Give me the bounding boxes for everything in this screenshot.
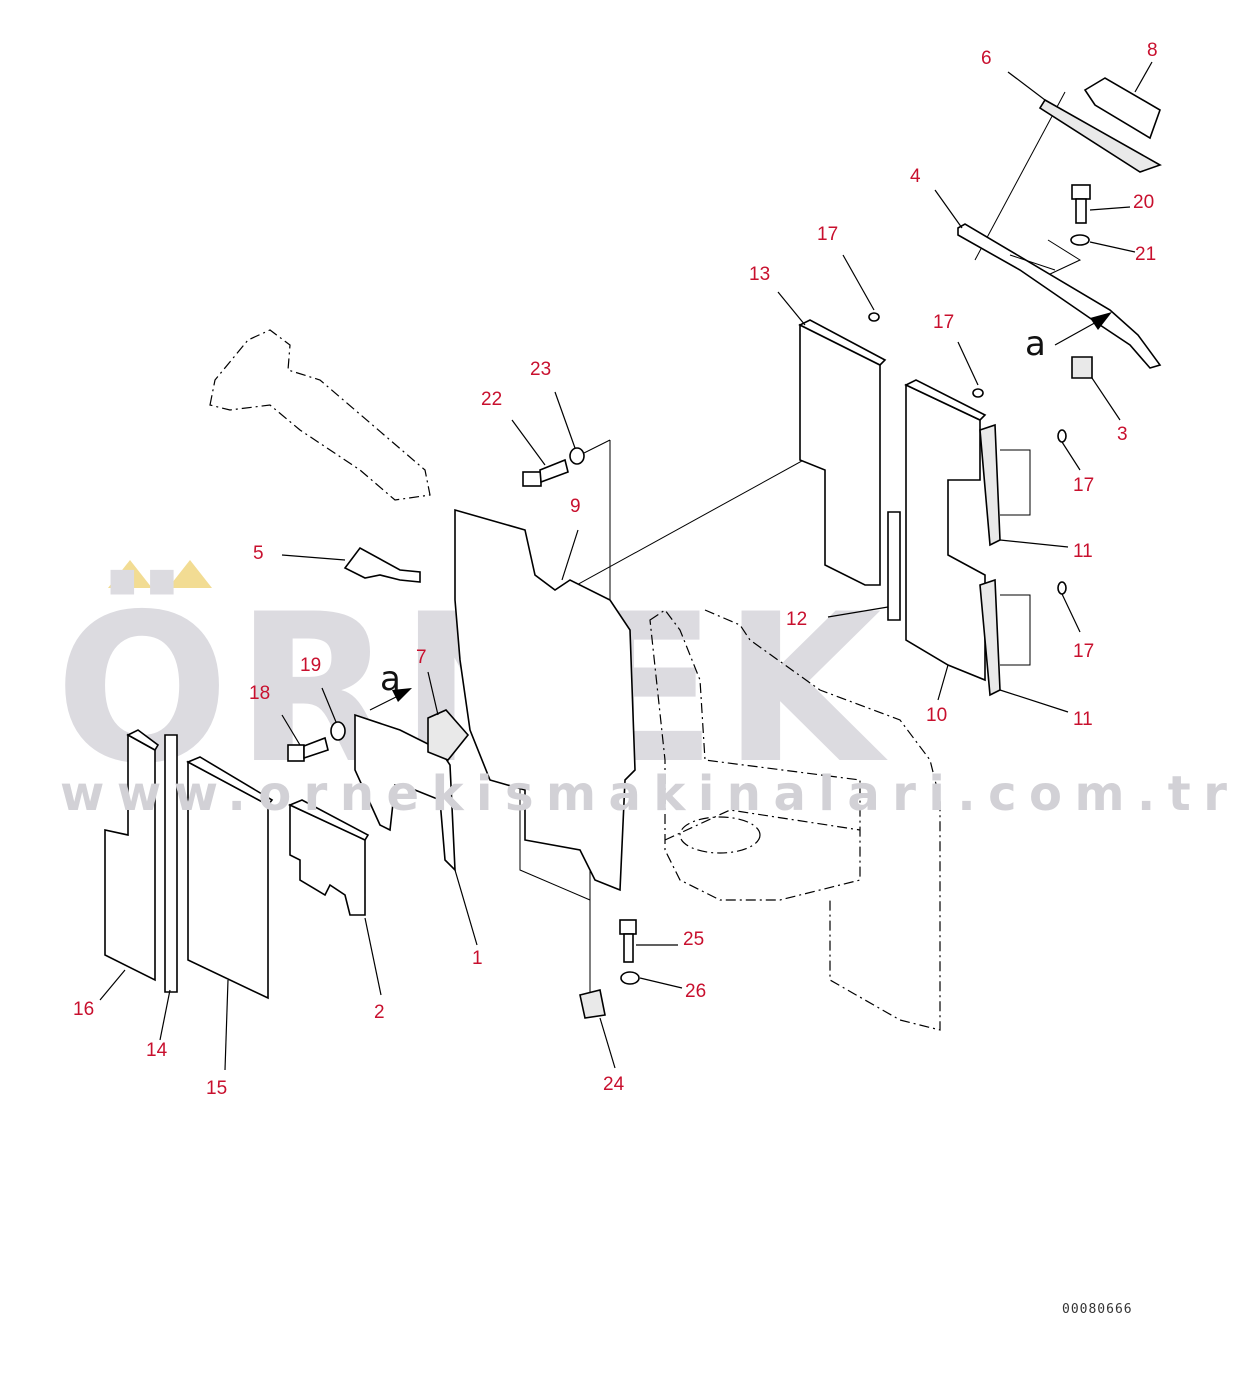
part-14-strip[interactable] <box>164 734 178 993</box>
callout-17-b: 17 <box>933 312 954 333</box>
part-8-plate[interactable] <box>1083 77 1161 140</box>
callout-3: 3 <box>1117 424 1128 445</box>
callout-17-c: 17 <box>1073 475 1094 496</box>
part-3-pad[interactable] <box>1071 356 1093 379</box>
callout-9: 9 <box>570 496 581 517</box>
part-13-panel[interactable] <box>799 323 881 586</box>
part-17-plug[interactable] <box>868 312 880 322</box>
cab-floor-phantom <box>209 329 941 1031</box>
drawing-code: 00080666 <box>1062 1302 1133 1317</box>
callout-17-d: 17 <box>1073 641 1094 662</box>
callout-5: 5 <box>253 543 264 564</box>
leader-lines <box>99 61 1153 1071</box>
part-6-cover[interactable] <box>1038 98 1162 173</box>
part-23-washer[interactable] <box>569 447 585 465</box>
callout-4: 4 <box>910 166 921 187</box>
part-9-panel[interactable] <box>454 508 636 892</box>
view-arrow-a-upper: a <box>1025 312 1112 364</box>
callout-18: 18 <box>249 683 270 704</box>
callout-22: 22 <box>481 389 502 410</box>
part-7-block[interactable] <box>427 709 470 761</box>
callout-labels: 1 2 3 4 5 6 7 8 9 10 11 11 12 13 14 15 1… <box>73 40 1158 1099</box>
callout-2: 2 <box>374 1002 385 1023</box>
callout-17-a: 17 <box>817 224 838 245</box>
callout-10: 10 <box>926 705 947 726</box>
view-label-lower: a <box>380 659 401 699</box>
part-4-bracket[interactable] <box>957 223 1162 369</box>
part-25-bolt[interactable] <box>619 919 637 963</box>
callout-8: 8 <box>1147 40 1158 61</box>
view-label-upper: a <box>1025 324 1046 364</box>
part-18-bolt[interactable] <box>287 736 329 762</box>
part-20-bolt[interactable] <box>1071 184 1091 224</box>
callout-20: 20 <box>1133 192 1154 213</box>
part-17-plug[interactable] <box>972 388 984 398</box>
callout-11-upper: 11 <box>1073 541 1093 562</box>
part-11-upright-top[interactable] <box>979 423 1001 547</box>
part-26-washer[interactable] <box>620 971 640 985</box>
callout-16: 16 <box>73 999 94 1020</box>
part-10-panel[interactable] <box>905 383 986 682</box>
part-22-bolt[interactable] <box>522 458 569 487</box>
callout-26: 26 <box>685 981 706 1002</box>
callout-11-lower: 11 <box>1073 709 1093 730</box>
part-21-washer[interactable] <box>1070 234 1090 246</box>
part-17-plug[interactable] <box>1057 581 1067 595</box>
part-17-plug[interactable] <box>1057 429 1067 443</box>
part-12-strip[interactable] <box>887 511 901 621</box>
callout-25: 25 <box>683 929 704 950</box>
callout-24: 24 <box>603 1074 625 1095</box>
watermark-url: www.ornekismakinalari.com.tr <box>60 766 1240 822</box>
callout-6: 6 <box>981 48 992 69</box>
view-arrow-a-lower: a <box>369 659 412 711</box>
callout-7: 7 <box>416 647 427 668</box>
callout-15: 15 <box>206 1078 227 1099</box>
reference-lines <box>494 91 1082 1000</box>
callout-14: 14 <box>146 1040 168 1061</box>
callout-23: 23 <box>530 359 551 380</box>
watermark-accent-right <box>168 560 212 588</box>
callout-1: 1 <box>472 948 483 969</box>
watermark-accent-left <box>108 560 152 588</box>
callout-12: 12 <box>786 609 807 630</box>
callout-21: 21 <box>1135 244 1156 265</box>
callout-19: 19 <box>300 655 321 676</box>
callout-13: 13 <box>749 264 770 285</box>
part-24-clip[interactable] <box>579 989 606 1019</box>
part-5-bracket[interactable] <box>343 546 421 583</box>
part-19-washer[interactable] <box>330 721 346 741</box>
